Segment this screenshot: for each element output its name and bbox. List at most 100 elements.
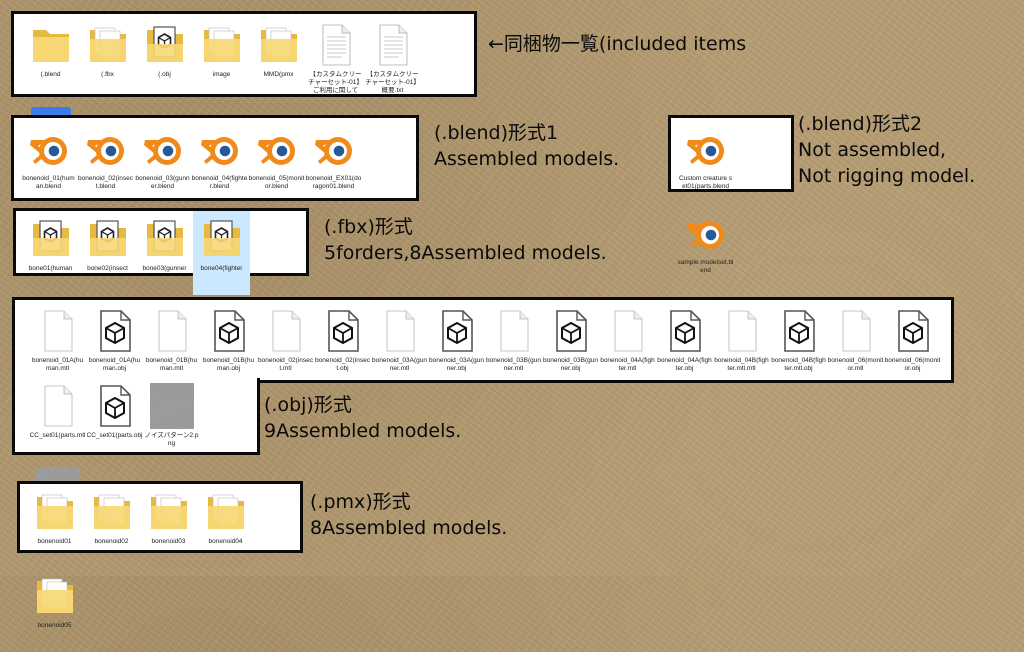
file-item[interactable]: bonenoid_01A(human.obj bbox=[86, 303, 143, 387]
file-item[interactable]: bonenoid_02(insect.obj bbox=[314, 303, 371, 387]
file-item[interactable]: bonenoid_04(fighter.blend bbox=[191, 121, 248, 205]
file-item[interactable]: (.blend bbox=[22, 17, 79, 101]
file-label: CC_set01(parts.obj bbox=[86, 432, 143, 439]
file-item[interactable]: MMD(pmx bbox=[250, 17, 307, 101]
caption-line: (.blend)形式2 bbox=[798, 113, 923, 135]
file-label: bonenoid_04(fighter.blend bbox=[191, 175, 248, 190]
file-item[interactable]: bonenoid_03(gunner.blend bbox=[134, 121, 191, 205]
file-icon bbox=[378, 308, 422, 354]
file-item[interactable]: (.fbx bbox=[79, 17, 136, 101]
file-label: bonenoid_02(insect.mtl bbox=[258, 357, 313, 372]
file-label: bonenoid_01A(human.mtl bbox=[31, 357, 84, 372]
file-label: bonenoid02 bbox=[94, 538, 129, 545]
file-label: bonenoid_06(monitor.mtl bbox=[827, 357, 884, 372]
blender-file-icon bbox=[255, 126, 299, 172]
file-label: bonenoid_03B(gunner.obj bbox=[543, 357, 598, 372]
blender-file-icon bbox=[84, 126, 128, 172]
file-item[interactable]: CC_set01(parts.obj bbox=[86, 378, 143, 462]
file-label: CC_set01(parts.mtl bbox=[29, 432, 86, 439]
file-item[interactable]: bonenoid_01A(human.mtl bbox=[29, 303, 86, 387]
folder-icon bbox=[143, 22, 187, 68]
image-thumbnail-icon bbox=[149, 383, 194, 429]
file-icon bbox=[150, 308, 194, 354]
folder-icon bbox=[200, 22, 244, 68]
file-label: bonenoid_02(insect.obj bbox=[315, 357, 370, 372]
caption-line: 9Assembled models. bbox=[264, 420, 462, 442]
file-item[interactable]: bonenoid_02(insect.blend bbox=[77, 121, 134, 205]
blend1-caption: (.blend)形式1 Assembled models. bbox=[434, 120, 619, 172]
file-item[interactable]: bonenoid_05(monitor.blend bbox=[248, 121, 305, 205]
file-icon bbox=[492, 308, 536, 354]
blend2-caption: (.blend)形式2 Not assembled, Not rigging m… bbox=[798, 111, 975, 189]
file-item[interactable]: bonenoid_EX01(doragon01.blend bbox=[305, 121, 362, 205]
file-label: bonenoid_01B(human.mtl bbox=[145, 357, 198, 372]
obj-panel: bonenoid_01A(human.mtl bonenoid_01A(human… bbox=[12, 297, 954, 383]
file-item[interactable]: bonenoid04 bbox=[197, 484, 254, 568]
file-item[interactable]: bone04(fighter bbox=[193, 211, 250, 295]
caption-line: 5forders,8Assembled models. bbox=[324, 242, 607, 264]
file-label: bonenoid_03A(gunner.mtl bbox=[372, 357, 427, 372]
file-item[interactable]: 【カスタムクリーチャーセット-01】概要.txt bbox=[364, 17, 421, 101]
folder-icon bbox=[147, 489, 191, 535]
3d-object-file-icon bbox=[207, 308, 251, 354]
file-label: bonenoid_04A(fighter.mtl bbox=[600, 357, 655, 372]
file-item[interactable]: bonenoid01 bbox=[26, 484, 83, 568]
file-label: bonenoid_05(monitor.blend bbox=[248, 175, 305, 190]
caption-line: (.blend)形式1 bbox=[434, 122, 559, 144]
text-file-icon bbox=[371, 22, 415, 68]
file-item[interactable]: bonenoid03 bbox=[140, 484, 197, 568]
file-item[interactable]: bonenoid05 bbox=[26, 568, 83, 652]
blender-file-icon bbox=[312, 126, 356, 172]
file-label: bonenoid_02(insect.blend bbox=[78, 175, 133, 190]
file-icon bbox=[36, 383, 80, 429]
file-item[interactable]: bonenoid_01B(human.obj bbox=[200, 303, 257, 387]
file-item[interactable]: bonenoid_06(monitor.obj bbox=[884, 303, 941, 387]
file-item[interactable]: sample modelset.blend bbox=[677, 205, 734, 289]
file-label: (.obj bbox=[158, 71, 171, 78]
file-item[interactable]: bonenoid_04B(fighter.mtl.mtl bbox=[713, 303, 770, 387]
file-label: sample modelset.blend bbox=[677, 259, 734, 274]
obj-caption: (.obj)形式 9Assembled models. bbox=[264, 392, 461, 444]
file-item[interactable]: bone01(human bbox=[22, 211, 79, 295]
file-item[interactable]: bonenoid_04B(fighter.mtl.obj bbox=[770, 303, 827, 387]
file-item[interactable]: bonenoid_06(monitor.mtl bbox=[827, 303, 884, 387]
file-label: bonenoid_01A(human.obj bbox=[88, 357, 141, 372]
file-label: bone02(insect bbox=[87, 265, 128, 272]
file-item[interactable]: (.obj bbox=[136, 17, 193, 101]
file-item[interactable]: bonenoid_04A(fighter.obj bbox=[656, 303, 713, 387]
file-item[interactable]: bone03(gunner bbox=[136, 211, 193, 295]
file-icon bbox=[606, 308, 650, 354]
file-item[interactable]: bonenoid_03A(gunner.obj bbox=[428, 303, 485, 387]
file-item[interactable]: bonenoid_02(insect.mtl bbox=[257, 303, 314, 387]
file-label: 【カスタムクリーチャーセット-01】概要.txt bbox=[365, 71, 420, 94]
file-item[interactable]: CC_set01(parts.mtl bbox=[29, 378, 86, 462]
file-label: (.blend bbox=[40, 71, 61, 78]
file-icon bbox=[834, 308, 878, 354]
file-label: (.fbx bbox=[101, 71, 114, 78]
file-item[interactable]: bonenoid_03A(gunner.mtl bbox=[371, 303, 428, 387]
file-item[interactable]: bonenoid_01B(human.mtl bbox=[143, 303, 200, 387]
blender-file-icon bbox=[198, 126, 242, 172]
file-item[interactable]: bonenoid_04A(fighter.mtl bbox=[599, 303, 656, 387]
folder-icon bbox=[143, 216, 187, 262]
caption-line: Not rigging model. bbox=[798, 165, 976, 187]
file-label: ノイズパターン2.png bbox=[144, 432, 199, 447]
file-item[interactable]: bonenoid_01(human.blend bbox=[20, 121, 77, 205]
folder-icon bbox=[29, 22, 73, 68]
file-item[interactable]: bone02(insect bbox=[79, 211, 136, 295]
folder-icon bbox=[90, 489, 134, 535]
file-item[interactable]: image bbox=[193, 17, 250, 101]
file-item[interactable]: bonenoid_03B(gunner.mtl bbox=[485, 303, 542, 387]
file-item[interactable]: bonenoid02 bbox=[83, 484, 140, 568]
folder-icon bbox=[204, 489, 248, 535]
file-item[interactable]: ノイズパターン2.png bbox=[143, 378, 200, 462]
file-item[interactable]: Custom creature set01(parts.blend bbox=[677, 121, 734, 205]
file-item[interactable]: bonenoid_03B(gunner.obj bbox=[542, 303, 599, 387]
file-icon bbox=[264, 308, 308, 354]
file-label: bonenoid03 bbox=[151, 538, 186, 545]
file-label: bonenoid_04B(fighter.mtl.mtl bbox=[714, 357, 769, 372]
folder-icon bbox=[29, 216, 73, 262]
file-item[interactable]: 【カスタムクリーチャーセット-01】ご利用に関して色々.txt bbox=[307, 17, 364, 101]
